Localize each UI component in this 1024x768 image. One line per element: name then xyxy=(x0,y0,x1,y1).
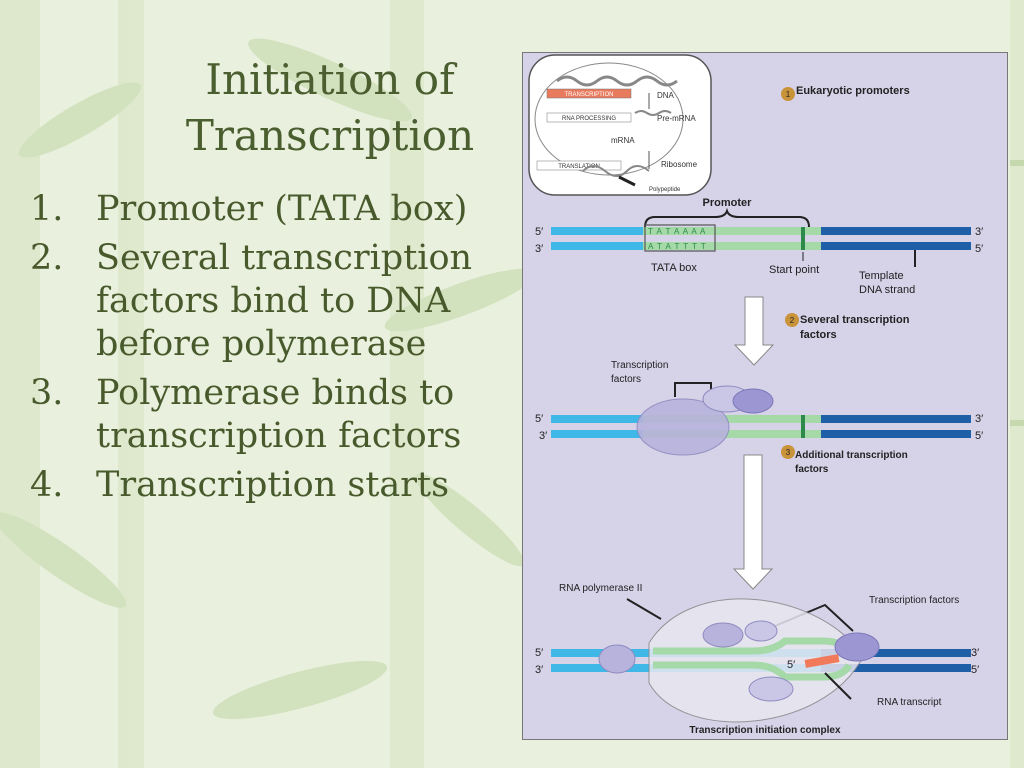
tata-box-label: TATA box xyxy=(651,262,697,274)
three-prime-label: 3′ xyxy=(539,430,547,442)
list-item: 4. Transcription starts xyxy=(30,464,520,507)
down-arrow-icon xyxy=(732,454,774,590)
list-number: 3. xyxy=(30,373,64,413)
inset-rna-processing-label: RNA PROCESSING xyxy=(562,116,616,122)
step-2-badge xyxy=(785,313,799,327)
inset-ribosome-label: Ribosome xyxy=(661,160,698,169)
three-prime-label: 3′ xyxy=(535,664,543,676)
three-prime-label: 3′ xyxy=(975,413,983,425)
list-number: 2. xyxy=(30,238,64,278)
transcription-factors-label: Transcription factors xyxy=(869,595,959,606)
inset-polypeptide-label: Polypeptide xyxy=(649,187,681,193)
title-line-2: Transcription xyxy=(185,111,475,160)
five-prime-label: 5′ xyxy=(535,226,543,238)
inset-mrna-label: mRNA xyxy=(611,136,635,145)
list-text: Polymerase binds to transcription factor… xyxy=(96,373,462,456)
transcription-factor-protein xyxy=(636,398,730,456)
step-3-label-line1: Additional transcription xyxy=(795,450,908,461)
tata-sequence-top: T A T A A A A xyxy=(648,227,706,236)
rna-transcript-label: RNA transcript xyxy=(877,697,942,708)
step-2-number: 2 xyxy=(790,316,795,325)
promoter-label: Promoter xyxy=(703,197,753,209)
step-3-badge xyxy=(781,445,795,459)
tf-label-line1: Transcription xyxy=(611,360,668,371)
rna-polymerase-label: RNA polymerase II xyxy=(559,583,642,594)
three-prime-label: 3′ xyxy=(535,243,543,255)
list-number: 1. xyxy=(30,189,64,229)
dna-strand-1 xyxy=(551,224,971,252)
step-1-label: Eukaryotic promoters xyxy=(796,85,910,97)
five-prime-label: 5′ xyxy=(975,243,983,255)
list-text: Promoter (TATA box) xyxy=(96,189,468,229)
rna-transcript-strand xyxy=(804,654,840,668)
slide-title: Initiation of Transcription xyxy=(150,52,510,164)
five-prime-label: 5′ xyxy=(535,647,543,659)
tf-label-line2: factors xyxy=(611,374,641,385)
five-prime-label: 5′ xyxy=(535,413,543,425)
title-line-1: Initiation of xyxy=(205,55,455,104)
cell-overview-inset: TRANSCRIPTION RNA PROCESSING TRANSLATION… xyxy=(528,54,712,196)
complex-label: Transcription initiation complex xyxy=(689,725,841,736)
five-prime-label: 5′ xyxy=(975,430,983,442)
inset-pre-mrna-label: Pre-mRNA xyxy=(657,114,696,123)
inset-transcription-label: TRANSCRIPTION xyxy=(564,92,613,98)
transcription-diagram: TRANSCRIPTION RNA PROCESSING TRANSLATION… xyxy=(522,52,1008,740)
five-prime-label: 5′ xyxy=(971,664,979,676)
list-item: 3. Polymerase binds to transcription fac… xyxy=(30,372,520,458)
promoter-bracket xyxy=(644,207,810,228)
three-prime-label: 3′ xyxy=(971,647,979,659)
bullet-list: 1. Promoter (TATA box) 2. Several transc… xyxy=(30,188,520,513)
step-1-number: 1 xyxy=(786,90,791,99)
step-1-badge xyxy=(781,87,795,101)
template-label-line2: DNA strand xyxy=(859,284,915,296)
inset-dna-label: DNA xyxy=(657,91,675,100)
down-arrow-icon xyxy=(733,296,775,366)
step-2-label-line1: Several transcription xyxy=(800,314,910,326)
start-point-label: Start point xyxy=(769,264,819,276)
step-3-label-line2: factors xyxy=(795,464,829,475)
three-prime-label: 3′ xyxy=(975,226,983,238)
step-3-number: 3 xyxy=(786,448,791,457)
inset-translation-label: TRANSLATION xyxy=(558,164,600,170)
list-item: 2. Several transcription factors bind to… xyxy=(30,237,520,366)
list-item: 1. Promoter (TATA box) xyxy=(30,188,520,231)
dna-strand-2 xyxy=(551,415,971,438)
five-prime-label: 5′ xyxy=(787,659,795,671)
tata-sequence-bottom: A T A T T T T xyxy=(648,242,707,251)
template-label-line1: Template xyxy=(859,270,904,282)
list-text: Several transcription factors bind to DN… xyxy=(96,238,473,364)
transcription-factor-protein xyxy=(732,388,774,414)
step-2-label-line2: factors xyxy=(800,329,837,341)
list-number: 4. xyxy=(30,465,64,505)
list-text: Transcription starts xyxy=(96,465,450,505)
